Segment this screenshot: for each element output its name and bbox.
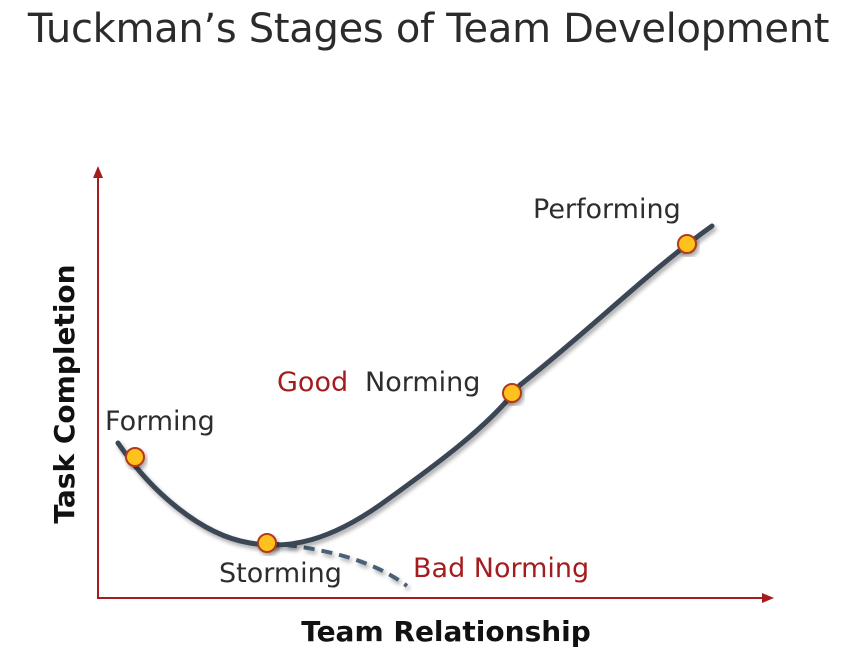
performing-marker (677, 234, 697, 254)
bad-norming-dashed-curve (267, 541, 409, 588)
storming-label: Storming (219, 558, 342, 589)
storming-marker (257, 533, 277, 553)
y-axis-arrowhead (93, 166, 103, 178)
diagram-title: Tuckman’s Stages of Team Development (27, 6, 830, 52)
forming-marker (125, 447, 145, 467)
forming-label: Forming (105, 406, 215, 437)
norming-marker (502, 383, 522, 403)
bad-norming-label: Bad Norming (413, 553, 589, 584)
performing-label: Performing (533, 194, 681, 225)
development-curve (115, 223, 715, 548)
norming-label: Norming (365, 367, 480, 398)
good-qualifier-label: Good (277, 367, 348, 398)
y-axis-title: Task Completion (48, 264, 81, 523)
x-axis-title: Team Relationship (301, 615, 591, 648)
x-axis-arrowhead (762, 593, 774, 603)
